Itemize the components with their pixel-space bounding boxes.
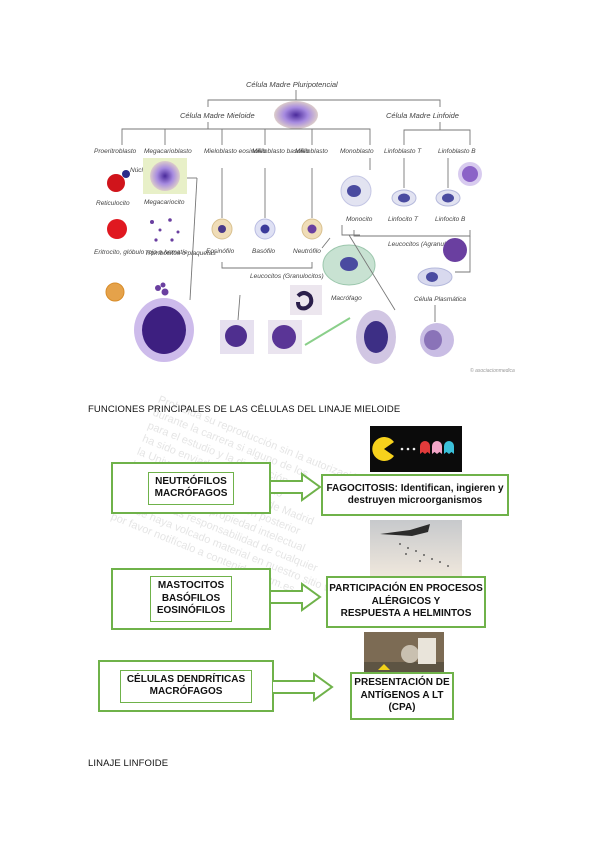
- pacman-image: [370, 426, 462, 472]
- megacariocito-fragments: [150, 218, 180, 242]
- section-heading-mieloide: FUNCIONES PRINCIPALES DE LAS CÉLULAS DEL…: [88, 404, 401, 415]
- leucocitos-granulocitos-label: Leucocitos (Granulocitos): [250, 273, 324, 280]
- section-heading-linfoide: LINAJE LINFOIDE: [88, 758, 169, 769]
- megacarioblasto-label: Megacarioblasto: [144, 148, 192, 155]
- macrofago-label: Macrófago: [331, 295, 362, 302]
- nucleo-label: Núcleo: [130, 167, 151, 174]
- lymphoid-stem-label: Célula Madre Linfoide: [386, 111, 459, 120]
- mieloblasto-eosinofilo-label: Mieloblasto eosinófilo: [204, 148, 267, 155]
- root-label: Célula Madre Pluripotencial: [246, 80, 338, 89]
- eritrocito-cell: [105, 282, 125, 302]
- monocito-label: Monocito: [346, 216, 373, 223]
- trombocitos-label: Trombocitos o plaquetas: [145, 250, 216, 257]
- pluripotent-stem-cell: [274, 101, 318, 129]
- neutrofilo-micrograph: [290, 285, 322, 315]
- linfocito-t-label: Linfocito T: [388, 216, 419, 223]
- proeritroblasto-label: Proeritroblasto: [94, 148, 137, 155]
- linfocito-micrograph: [443, 238, 467, 262]
- proeritroblasto-cell: [107, 174, 125, 192]
- image-credit: © asociacionmedica: [470, 367, 515, 374]
- neutrofilo-label: Neutrófilo: [293, 248, 321, 255]
- myeloid-stem-label: Célula Madre Mieloide: [180, 111, 255, 120]
- airplane-image: [370, 520, 462, 576]
- basofilo-label: Basófilo: [252, 248, 276, 255]
- reticulocito-label: Reticulocito: [96, 200, 130, 207]
- megacarioblasto-cell: [150, 161, 180, 191]
- mieloblasto-basofilo-label: Mieloblasto basófilo: [252, 148, 309, 155]
- monoblasto-label: Monoblasto: [340, 148, 374, 155]
- eritrocito-label: Eritrocito, glóbulo rojo o hematíe: [94, 249, 188, 256]
- megacariocito-label: Megacariocito: [144, 199, 185, 206]
- plaquetas-cluster: [155, 282, 169, 296]
- eosinofilo-label: Eosinófilo: [206, 248, 235, 255]
- hematopoiesis-diagram: Célula Madre Pluripotencial Célula Madre…: [94, 80, 515, 374]
- leucocitos-agranulocitos-label: Leucocitos (Agranulocitos): [388, 241, 465, 248]
- mieloblasto-label: Mieloblasto: [295, 148, 328, 155]
- linfoblasto-b-label: Linfoblasto B: [438, 148, 476, 155]
- linfoblasto-t-label: Linfoblasto T: [384, 148, 422, 155]
- linfocito-b-label: Linfocito B: [435, 216, 466, 223]
- arrow-right-icon: [270, 582, 322, 612]
- arrow-right-icon: [270, 472, 322, 502]
- arrow-right-icon: [272, 672, 334, 702]
- celula-plasmatica-label: Célula Plasmática: [414, 296, 466, 303]
- functions-panel: Prohibida su reproducción sin la autoriz…: [94, 394, 514, 724]
- reticulocito-cell: [107, 219, 127, 239]
